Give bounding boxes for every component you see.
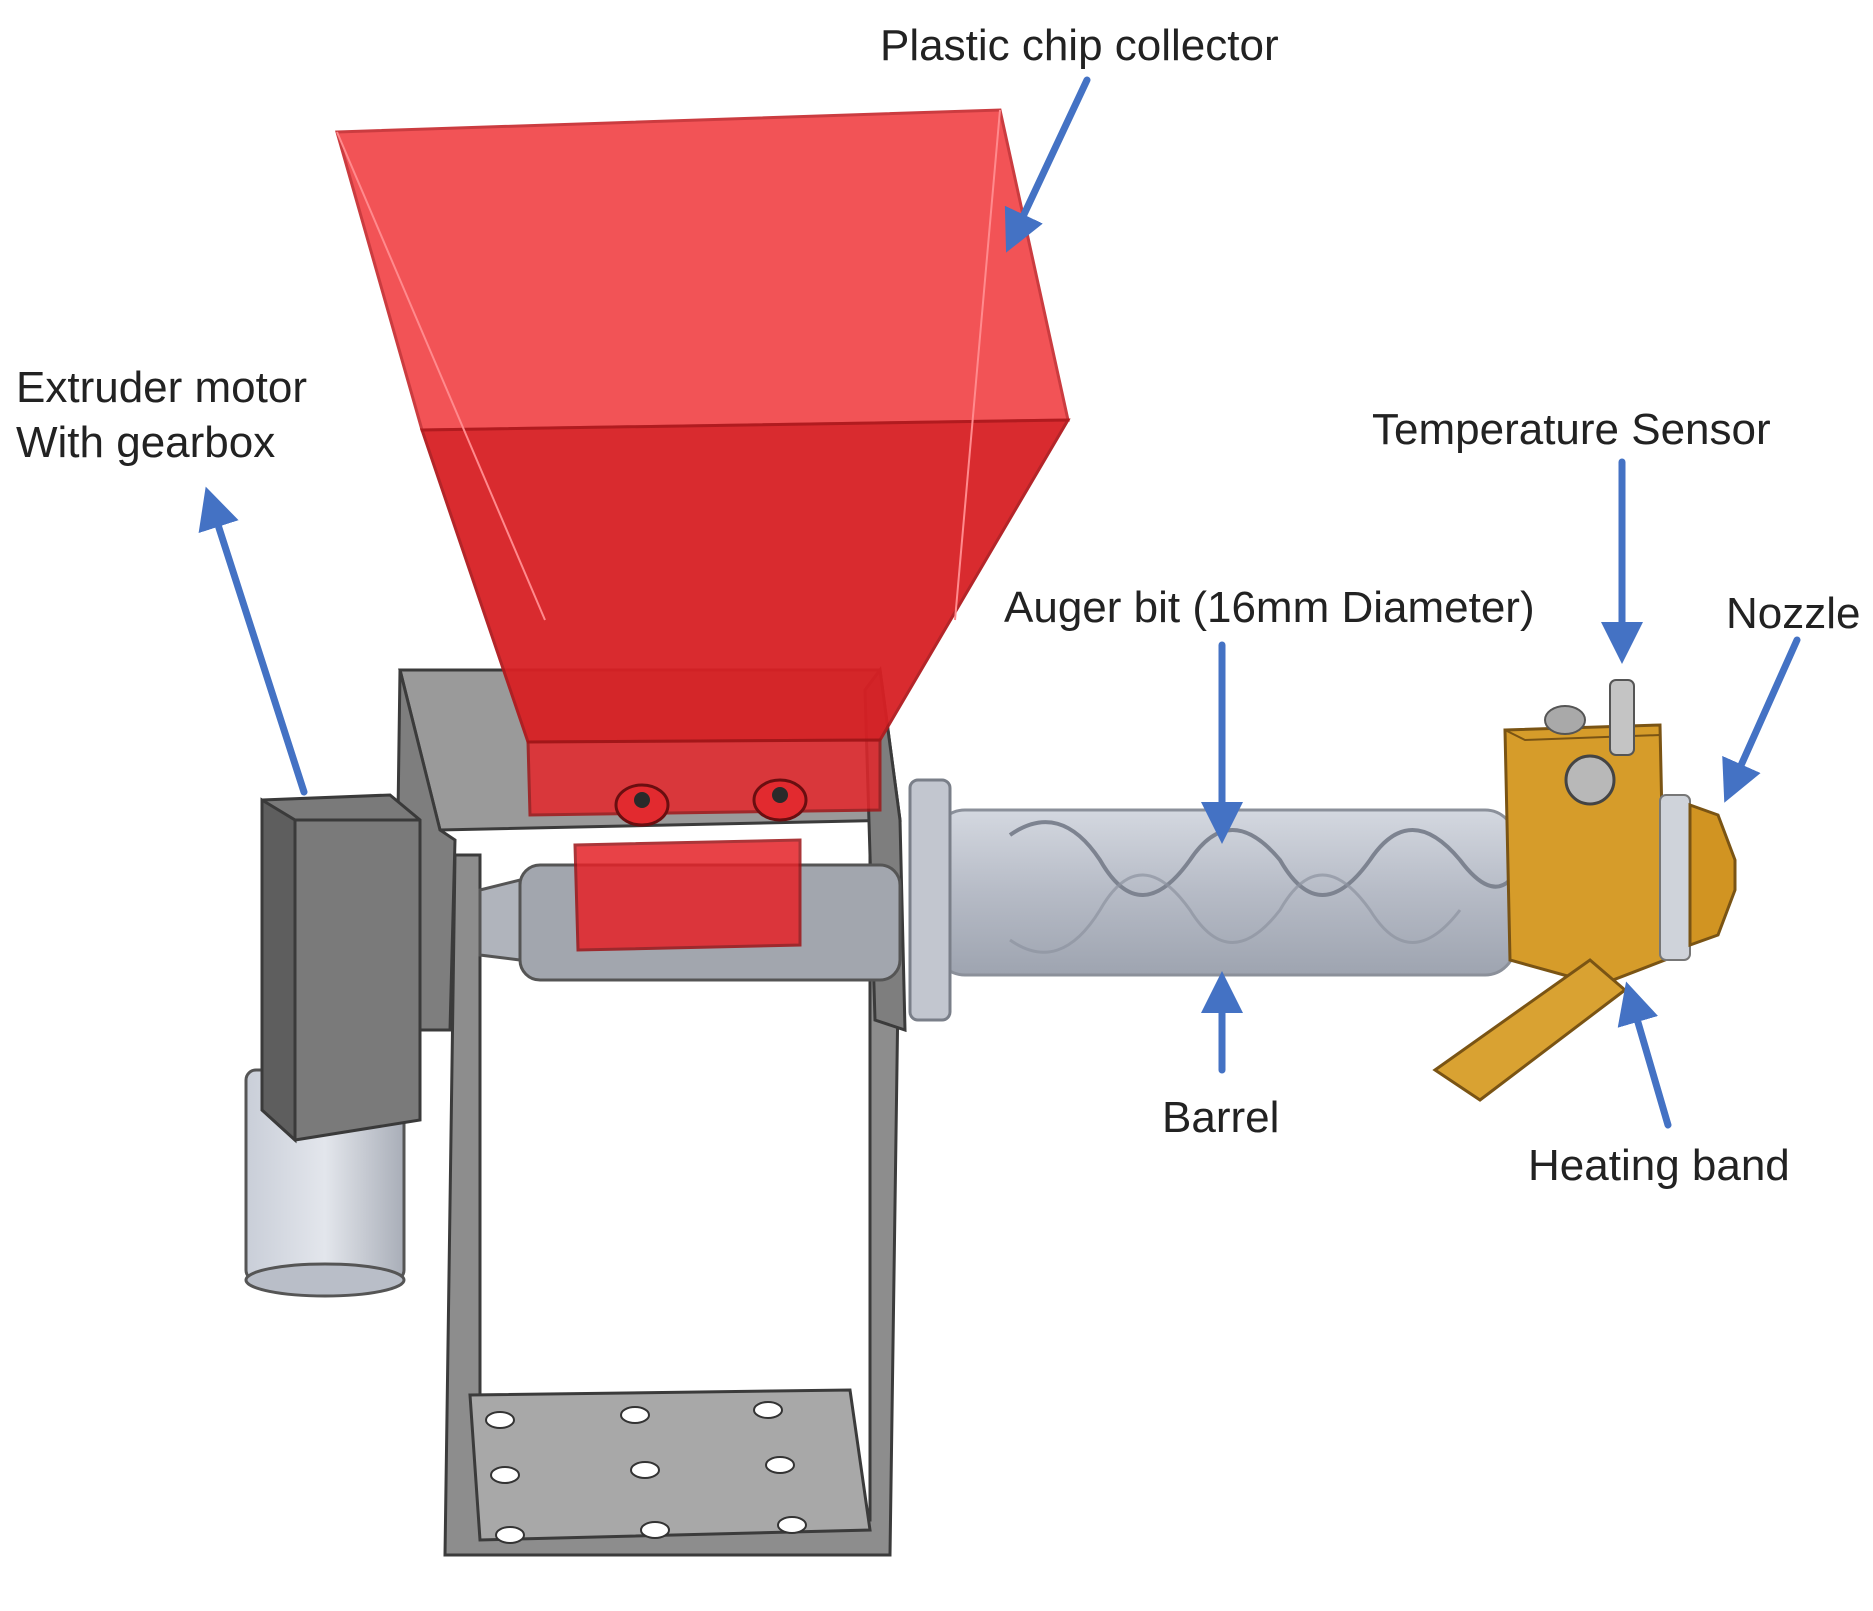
arrow-motor xyxy=(198,486,308,796)
label-temperature-sensor: Temperature Sensor xyxy=(1372,405,1771,454)
temperature-sensor xyxy=(1544,679,1635,756)
label-nozzle: Nozzle xyxy=(1726,589,1861,638)
arrow-nozzle xyxy=(1722,636,1801,803)
label-plastic-chip-collector: Plastic chip collector xyxy=(880,21,1279,70)
arrow-collector xyxy=(1004,76,1091,253)
nozzle xyxy=(1659,794,1737,961)
label-extruder-motor: Extruder motor With gearbox xyxy=(16,363,307,467)
heating-band xyxy=(1432,723,1667,1102)
callout-arrows xyxy=(198,76,1801,1129)
label-heating-band: Heating band xyxy=(1528,1141,1790,1190)
hopper xyxy=(335,108,1071,952)
arrow-heating xyxy=(1617,981,1672,1129)
label-barrel: Barrel xyxy=(1162,1093,1280,1142)
label-auger-bit: Auger bit (16mm Diameter) xyxy=(1004,583,1535,632)
barrel xyxy=(908,778,1517,1022)
extruder-motor xyxy=(244,793,422,1298)
